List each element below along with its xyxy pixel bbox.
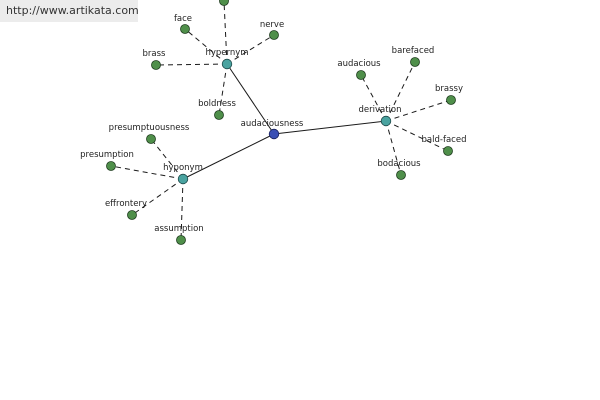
leaf-node-marker[interactable] xyxy=(410,57,420,67)
leaf-node-bodacious[interactable]: bodacious xyxy=(377,159,421,180)
hub-node-label[interactable]: derivation xyxy=(358,105,401,115)
leaf-node-effrontery[interactable]: effrontery xyxy=(105,199,147,220)
edge-derivation-bodacious xyxy=(385,120,402,176)
hub-node-label[interactable]: hyponym xyxy=(163,163,203,173)
leaf-node-boldness[interactable]: boldness xyxy=(198,99,236,120)
leaf-node-marker[interactable] xyxy=(446,95,456,105)
leaf-node-marker[interactable] xyxy=(127,210,137,220)
edge-derivation-brassy xyxy=(385,99,452,122)
leaf-node-marker[interactable] xyxy=(106,161,116,171)
leaf-node-marker[interactable] xyxy=(214,110,224,120)
edge-hyponym-assumption xyxy=(180,178,184,241)
source-url-text[interactable]: http://www.artikata.com xyxy=(6,4,139,17)
leaf-node-marker[interactable] xyxy=(356,70,366,80)
edge-hypernym-face xyxy=(184,28,228,65)
leaf-node-label[interactable]: face xyxy=(174,14,192,24)
leaf-node-brassy[interactable]: brassy xyxy=(435,84,463,105)
leaf-node-label[interactable]: presumption xyxy=(80,150,134,160)
edge-audaciousness-derivation xyxy=(273,120,387,135)
leaf-node-label[interactable]: assumption xyxy=(154,224,203,234)
hub-node-hyponym[interactable]: hyponym xyxy=(163,163,203,185)
edge-hypernym-top-leaf xyxy=(223,0,228,65)
leaf-node-label[interactable]: audacious xyxy=(337,59,381,69)
leaf-node-marker[interactable] xyxy=(219,0,229,6)
leaf-node-label[interactable]: presumptuousness xyxy=(109,123,190,133)
leaf-node-marker[interactable] xyxy=(176,235,186,245)
leaf-node-presumptuousness[interactable]: presumptuousness xyxy=(109,123,190,144)
edge-hypernym-brass xyxy=(155,63,228,66)
hub-node-marker[interactable] xyxy=(221,58,233,70)
leaf-node-presumption[interactable]: presumption xyxy=(80,150,134,171)
edge-derivation-bald-faced xyxy=(385,120,449,152)
leaf-node-assumption[interactable]: assumption xyxy=(154,224,204,245)
edge-audaciousness-hypernym xyxy=(226,63,275,135)
leaf-node-nerve[interactable]: nerve xyxy=(260,20,284,40)
leaf-node-label[interactable]: bald-faced xyxy=(422,135,467,145)
hub-node-marker[interactable] xyxy=(380,115,392,127)
leaf-node-marker[interactable] xyxy=(151,60,161,70)
leaf-node-top-leaf[interactable] xyxy=(219,0,229,6)
leaf-node-bald-faced[interactable]: bald-faced xyxy=(422,135,467,156)
edge-hyponym-effrontery xyxy=(131,178,184,216)
center-node-marker[interactable] xyxy=(268,128,280,140)
hub-node-hypernym[interactable]: hypernym xyxy=(205,48,249,70)
hub-node-marker[interactable] xyxy=(177,173,189,185)
leaf-node-label[interactable]: bodacious xyxy=(377,159,421,169)
leaf-node-label[interactable]: nerve xyxy=(260,20,284,30)
center-node-label[interactable]: audaciousness xyxy=(241,119,304,129)
leaf-node-label[interactable]: boldness xyxy=(198,99,236,109)
source-url-banner[interactable]: http://www.artikata.com xyxy=(0,0,139,22)
edges-layer xyxy=(110,0,452,241)
leaf-node-marker[interactable] xyxy=(269,30,279,40)
edge-audaciousness-hyponym xyxy=(182,133,275,180)
edge-hypernym-nerve xyxy=(226,34,275,65)
hub-node-label[interactable]: hypernym xyxy=(205,48,248,58)
hub-node-derivation[interactable]: derivation xyxy=(358,105,402,127)
leaf-node-label[interactable]: effrontery xyxy=(105,199,147,209)
leaf-node-label[interactable]: brassy xyxy=(435,84,463,94)
edge-hyponym-presumptuousness xyxy=(150,138,184,180)
leaf-node-marker[interactable] xyxy=(396,170,406,180)
leaf-node-face[interactable]: face xyxy=(174,14,192,34)
nodes-layer: face nerve brass boldness audacious barefaced… xyxy=(80,0,466,245)
leaf-node-marker[interactable] xyxy=(146,134,156,144)
center-node[interactable]: audaciousness xyxy=(241,119,304,140)
leaf-node-marker[interactable] xyxy=(443,146,453,156)
edge-derivation-barefaced xyxy=(385,61,416,122)
leaf-node-marker[interactable] xyxy=(180,24,190,34)
leaf-node-label[interactable]: brass xyxy=(143,49,167,59)
leaf-node-label[interactable]: barefaced xyxy=(392,46,435,56)
edge-hyponym-presumption xyxy=(110,165,184,180)
leaf-node-audacious[interactable]: audacious xyxy=(337,59,381,80)
leaf-node-brass[interactable]: brass xyxy=(143,49,167,70)
leaf-node-barefaced[interactable]: barefaced xyxy=(392,46,435,67)
